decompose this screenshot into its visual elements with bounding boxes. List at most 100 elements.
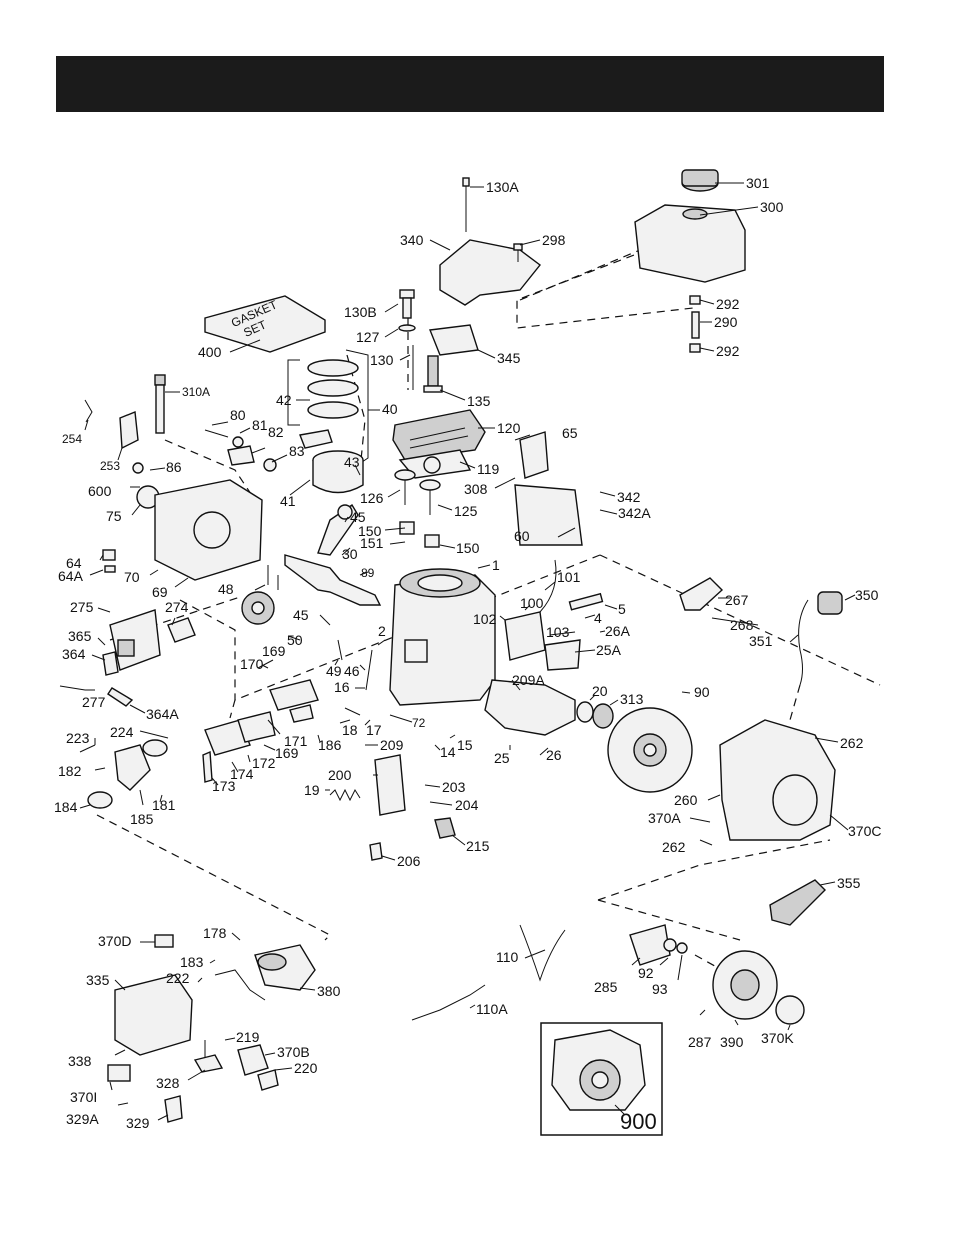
crankshaft-icon	[284, 554, 382, 606]
label-25A: 25A	[596, 642, 622, 658]
label-169a: 169	[262, 643, 286, 659]
decal-370d-icon	[154, 934, 174, 948]
label-48: 48	[218, 581, 234, 597]
engine-block-icon	[389, 568, 496, 706]
seal-20-icon	[576, 701, 614, 729]
label-127: 127	[356, 329, 380, 345]
engine-inset-frame	[540, 1022, 663, 1136]
label-186: 186	[318, 737, 342, 753]
bolt-5-icon	[568, 592, 604, 611]
bolt-223-icon	[79, 744, 96, 753]
crankcase-cover-icon	[154, 479, 263, 581]
exhaust-gasket-icon	[167, 617, 196, 643]
label-219: 219	[236, 1029, 260, 1045]
label-262b: 262	[662, 839, 686, 855]
primer-line-icon	[798, 599, 809, 686]
label-370D: 370D	[98, 933, 131, 949]
label-290: 290	[714, 314, 738, 330]
label-86: 86	[166, 459, 182, 475]
bolt-277-icon	[59, 685, 86, 691]
label-390: 390	[720, 1034, 744, 1050]
label-350: 350	[855, 587, 879, 603]
label-45b: 45	[293, 607, 309, 623]
label-182: 182	[58, 763, 82, 779]
cam-gear-icon	[241, 591, 275, 625]
decal-370i-icon	[107, 1064, 131, 1082]
fuel-line-fittings-icon	[689, 295, 701, 353]
label-184: 184	[54, 799, 78, 815]
head-bolt-icon	[398, 289, 416, 390]
governor-link-icon	[337, 639, 373, 716]
label-338: 338	[68, 1053, 92, 1069]
label-209A: 209A	[512, 672, 545, 688]
label-254: 254	[62, 432, 82, 446]
label-260: 260	[674, 792, 698, 808]
label-125: 125	[454, 503, 478, 519]
label-900: 900	[620, 1109, 657, 1134]
label-14: 14	[440, 744, 456, 760]
wire-harness-110-icon	[519, 924, 566, 982]
starter-cup-icon	[629, 924, 688, 966]
spark-plug-icon	[423, 355, 443, 393]
label-17: 17	[366, 722, 382, 738]
label-329A: 329A	[66, 1111, 99, 1127]
choke-parts-icon	[193, 1040, 279, 1091]
label-328: 328	[156, 1075, 180, 1091]
label-130A: 130A	[486, 179, 519, 195]
label-171: 171	[284, 733, 308, 749]
label-26: 26	[546, 747, 562, 763]
label-150a: 150	[358, 523, 382, 539]
label-18: 18	[342, 722, 358, 738]
coil-wire-icon	[539, 559, 557, 613]
label-1: 1	[492, 557, 500, 573]
label-70: 70	[124, 569, 140, 585]
label-19: 19	[304, 782, 320, 798]
label-173: 173	[212, 778, 236, 794]
label-130B: 130B	[344, 304, 377, 320]
label-215: 215	[466, 838, 490, 854]
label-25: 25	[494, 750, 510, 766]
label-75: 75	[106, 508, 122, 524]
blower-housing-icon	[719, 719, 836, 841]
label-135: 135	[467, 393, 491, 409]
label-101: 101	[557, 569, 581, 585]
cylinder-head-icon	[392, 409, 486, 461]
label-178: 178	[203, 925, 227, 941]
label-224: 224	[110, 724, 134, 740]
drain-plug-icon	[102, 549, 116, 573]
label-313: 313	[620, 691, 644, 707]
label-83: 83	[289, 443, 305, 459]
label-345: 345	[497, 350, 521, 366]
label-26A: 26A	[605, 623, 631, 639]
label-5: 5	[618, 601, 626, 617]
label-370A: 370A	[648, 810, 681, 826]
label-80: 80	[230, 407, 246, 423]
valves-icon	[394, 469, 441, 515]
label-2: 2	[378, 623, 386, 639]
label-119: 119	[477, 461, 500, 477]
label-102: 102	[473, 611, 497, 627]
label-200: 200	[328, 767, 352, 783]
label-120: 120	[497, 420, 521, 436]
header-bar	[56, 56, 884, 112]
label-185: 185	[130, 811, 154, 827]
seal-370k-icon	[775, 995, 805, 1025]
wire-harness-110a-icon	[411, 984, 486, 1021]
label-169b: 169	[275, 745, 299, 761]
label-110: 110	[496, 949, 519, 965]
label-268: 268	[730, 617, 754, 633]
label-4: 4	[594, 610, 602, 626]
label-355: 355	[837, 875, 861, 891]
throttle-link-icon	[214, 969, 266, 1001]
ignition-coil-icon	[504, 611, 546, 661]
label-262a: 262	[840, 735, 864, 751]
wrist-pin-icon	[299, 429, 333, 449]
bracket-267-icon	[679, 577, 724, 611]
label-285: 285	[594, 979, 618, 995]
label-72: 72	[412, 716, 426, 730]
label-275: 275	[70, 599, 94, 615]
governor-parts-icon	[204, 429, 277, 472]
control-bracket-icon	[514, 431, 583, 546]
label-181: 181	[152, 797, 176, 813]
